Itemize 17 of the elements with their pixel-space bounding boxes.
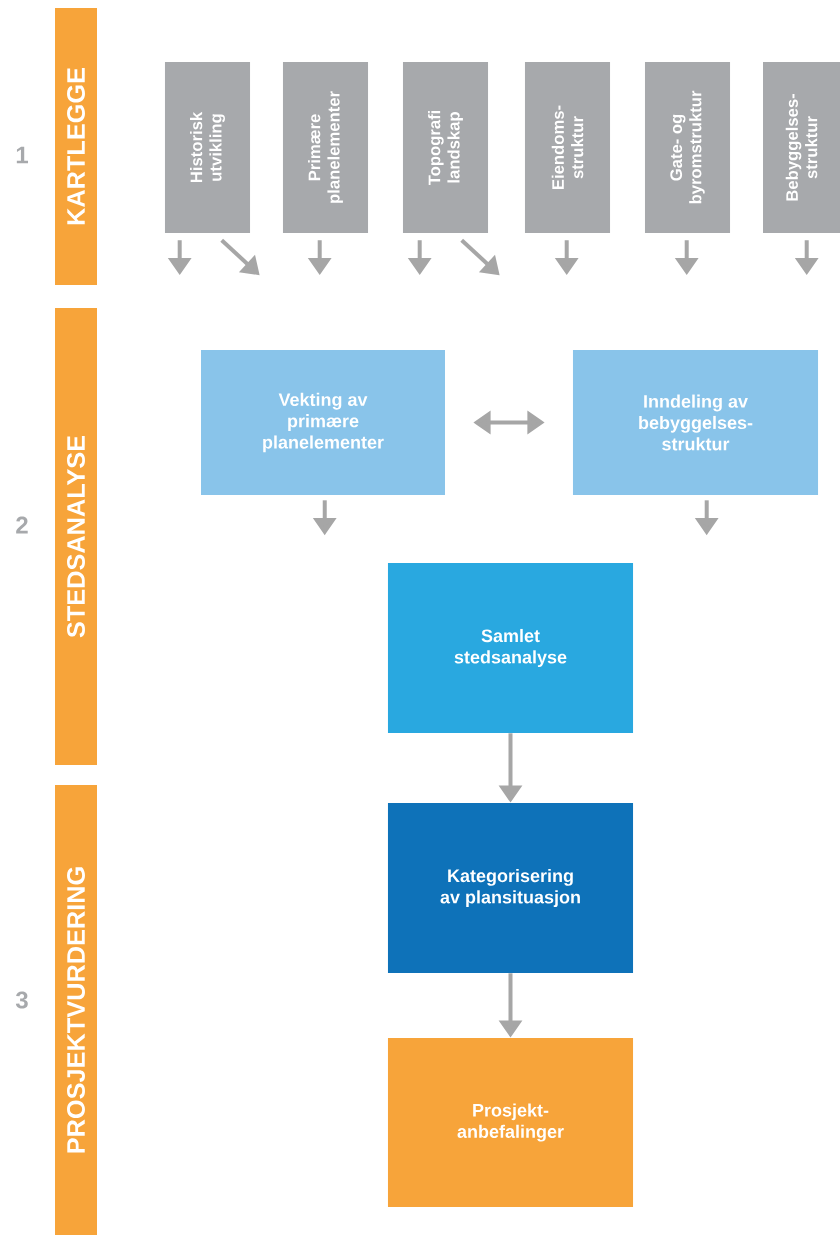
topic-box: Bebyggelses- struktur	[762, 62, 840, 233]
topic-box: Eiendoms- struktur	[524, 62, 611, 233]
topic-box: Primære planelementer	[282, 62, 369, 233]
step-number: 1	[16, 146, 28, 164]
topic-box: Historisk utvikling	[164, 62, 251, 233]
step-number: 2	[16, 516, 28, 534]
phase-band: STEDSANALYSE	[55, 307, 97, 766]
phase-band: PROSJEKTVURDERING	[55, 785, 97, 1235]
topic-box: Gate- og byromstruktur	[644, 62, 731, 233]
process-box: Samlet stedsanalyse	[387, 563, 634, 733]
process-box: Vekting av primære planelementer	[201, 349, 445, 496]
step-number: 3	[15, 991, 28, 1009]
process-box: Kategorisering av plansituasjon	[387, 803, 634, 973]
process-box: Inndeling av bebyggelses- struktur	[572, 349, 819, 496]
process-box: Prosjekt- anbefalinger	[387, 1038, 634, 1208]
topic-box: Topografi landskap	[402, 62, 489, 233]
phase-band: KARTLEGGE	[55, 7, 97, 286]
